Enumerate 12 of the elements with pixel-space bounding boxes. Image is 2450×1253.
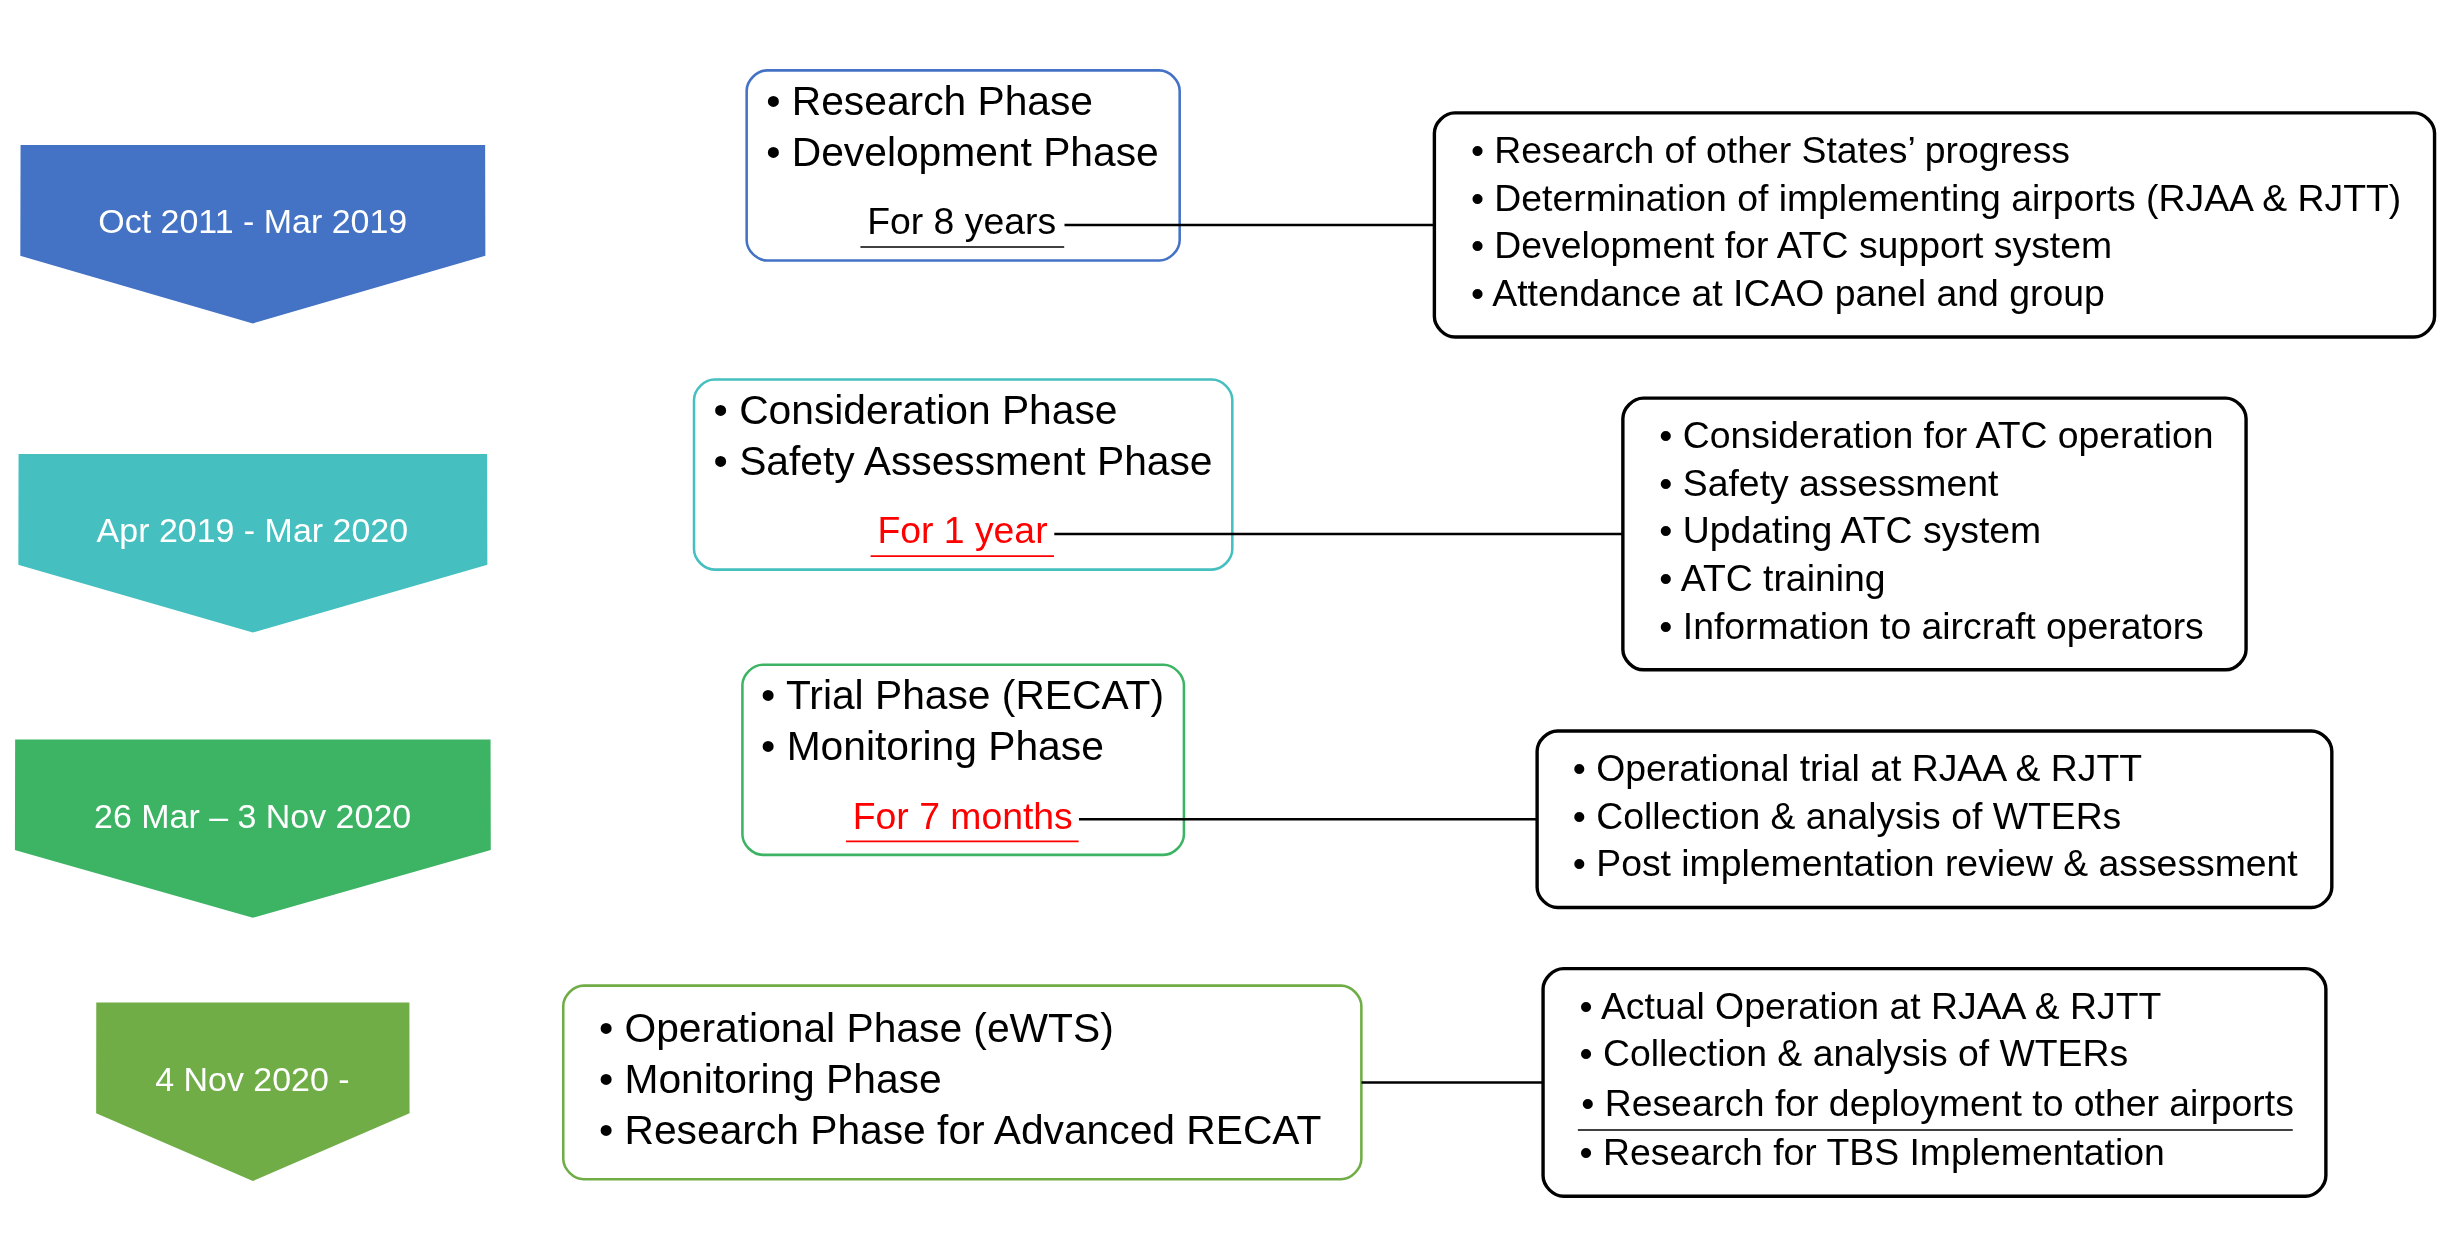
node-box: • Consideration for ATC operation • Safety assessment • Updating ATC system • ATC training • Information to aircraft operators xyxy=(1621,396,2248,672)
node-box: • Operational trial at RJAA & RJTT • Collection & analysis of WTERs • Post implementation review & assessment xyxy=(1535,729,2334,910)
connector xyxy=(1064,223,1434,227)
connector xyxy=(1361,1081,1543,1084)
node-box: • Actual Operation at RJAA & RJTT • Collection & analysis of WTERs • Research for deployment to other airports • Research for TBS Implementation xyxy=(1541,966,2328,1198)
connector xyxy=(1078,817,1537,821)
node-text: For 1 year xyxy=(877,509,1048,552)
connector xyxy=(1054,532,1623,536)
node-text: For 8 years xyxy=(867,200,1057,243)
node-text: For 7 months xyxy=(852,794,1073,837)
node-box: • Research of other States’ progress • Determination of implementing airports (RJAA & RJTT) • Development for ATC support system • Attendance at ICAO panel and group xyxy=(1432,111,2437,339)
node-box: • Operational Phase (eWTS) • Monitoring Phase • Research Phase for Advanced RECAT xyxy=(562,984,1363,1181)
